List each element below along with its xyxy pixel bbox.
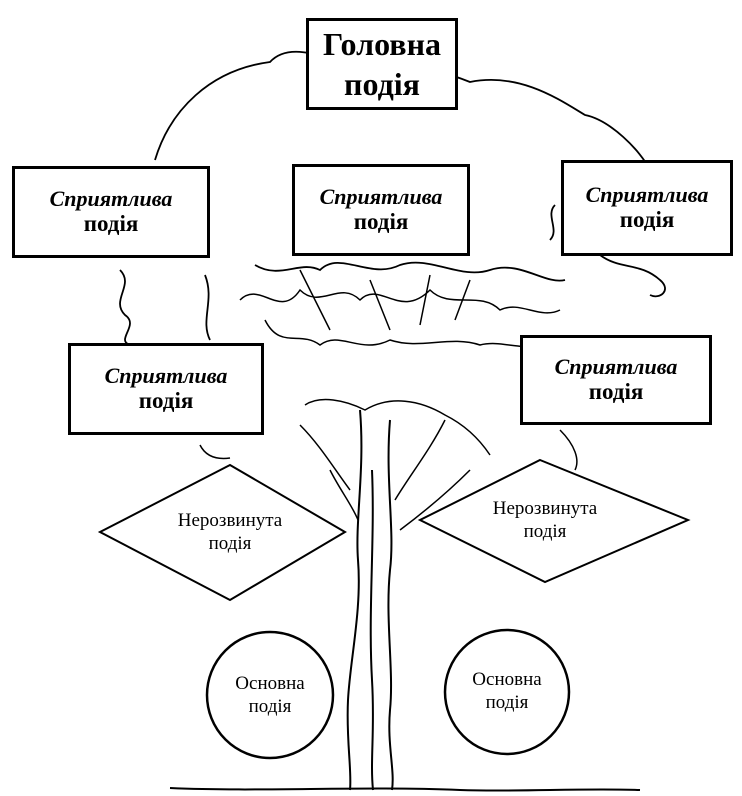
basic-event-circle-right: [443, 628, 571, 756]
contributing-event-line2: подія: [619, 207, 675, 233]
contributing-event-box-center: Сприятлива подія: [292, 164, 470, 256]
tree-branches-lower: [199, 398, 578, 531]
basic-event-line1: Основна: [472, 669, 542, 691]
tree-branches-upper: [239, 269, 561, 348]
undeveloped-event-diamond-right: [417, 458, 691, 584]
contributing-event-box-left-lower: Сприятлива подія: [68, 343, 264, 435]
undeveloped-event-label-right: Нерозвинута подія: [460, 493, 630, 549]
contributing-event-line1: Сприятлива: [585, 182, 709, 208]
basic-event-circle-left: [205, 630, 335, 760]
basic-event-line1: Основна: [235, 673, 305, 695]
top-event-line2: подія: [344, 66, 420, 102]
top-event-box: Головна подія: [306, 18, 458, 110]
undeveloped-event-line2: подія: [208, 533, 252, 554]
basic-event-line2: подія: [248, 696, 292, 717]
contributing-event-line2: подія: [83, 211, 139, 237]
undeveloped-event-line1: Нерозвинута: [177, 510, 283, 532]
contributing-event-line2: подія: [138, 388, 194, 414]
undeveloped-event-line2: подія: [523, 521, 567, 542]
contributing-event-line1: Сприятлива: [104, 363, 228, 389]
undeveloped-event-line1: Нерозвинута: [492, 498, 598, 520]
basic-event-label-left: Основна подія: [210, 668, 330, 724]
basic-event-label-right: Основна подія: [447, 664, 567, 720]
undeveloped-event-diamond-left: [97, 463, 347, 602]
contributing-event-line2: подія: [588, 379, 644, 405]
contributing-event-box-right-upper: Сприятлива подія: [561, 160, 733, 256]
contributing-event-line1: Сприятлива: [49, 186, 173, 212]
contributing-event-line1: Сприятлива: [554, 354, 678, 380]
basic-event-line2: подія: [485, 692, 529, 713]
contributing-event-line2: подія: [353, 209, 409, 235]
top-event-line1: Головна: [323, 26, 441, 62]
contributing-event-line1: Сприятлива: [319, 184, 443, 210]
contributing-event-box-left-upper: Сприятлива подія: [12, 166, 210, 258]
contributing-event-box-right-lower: Сприятлива подія: [520, 335, 712, 425]
tree-trunk: [346, 409, 394, 791]
undeveloped-event-label-left: Нерозвинута подія: [140, 505, 320, 561]
ground-line: [169, 787, 641, 792]
